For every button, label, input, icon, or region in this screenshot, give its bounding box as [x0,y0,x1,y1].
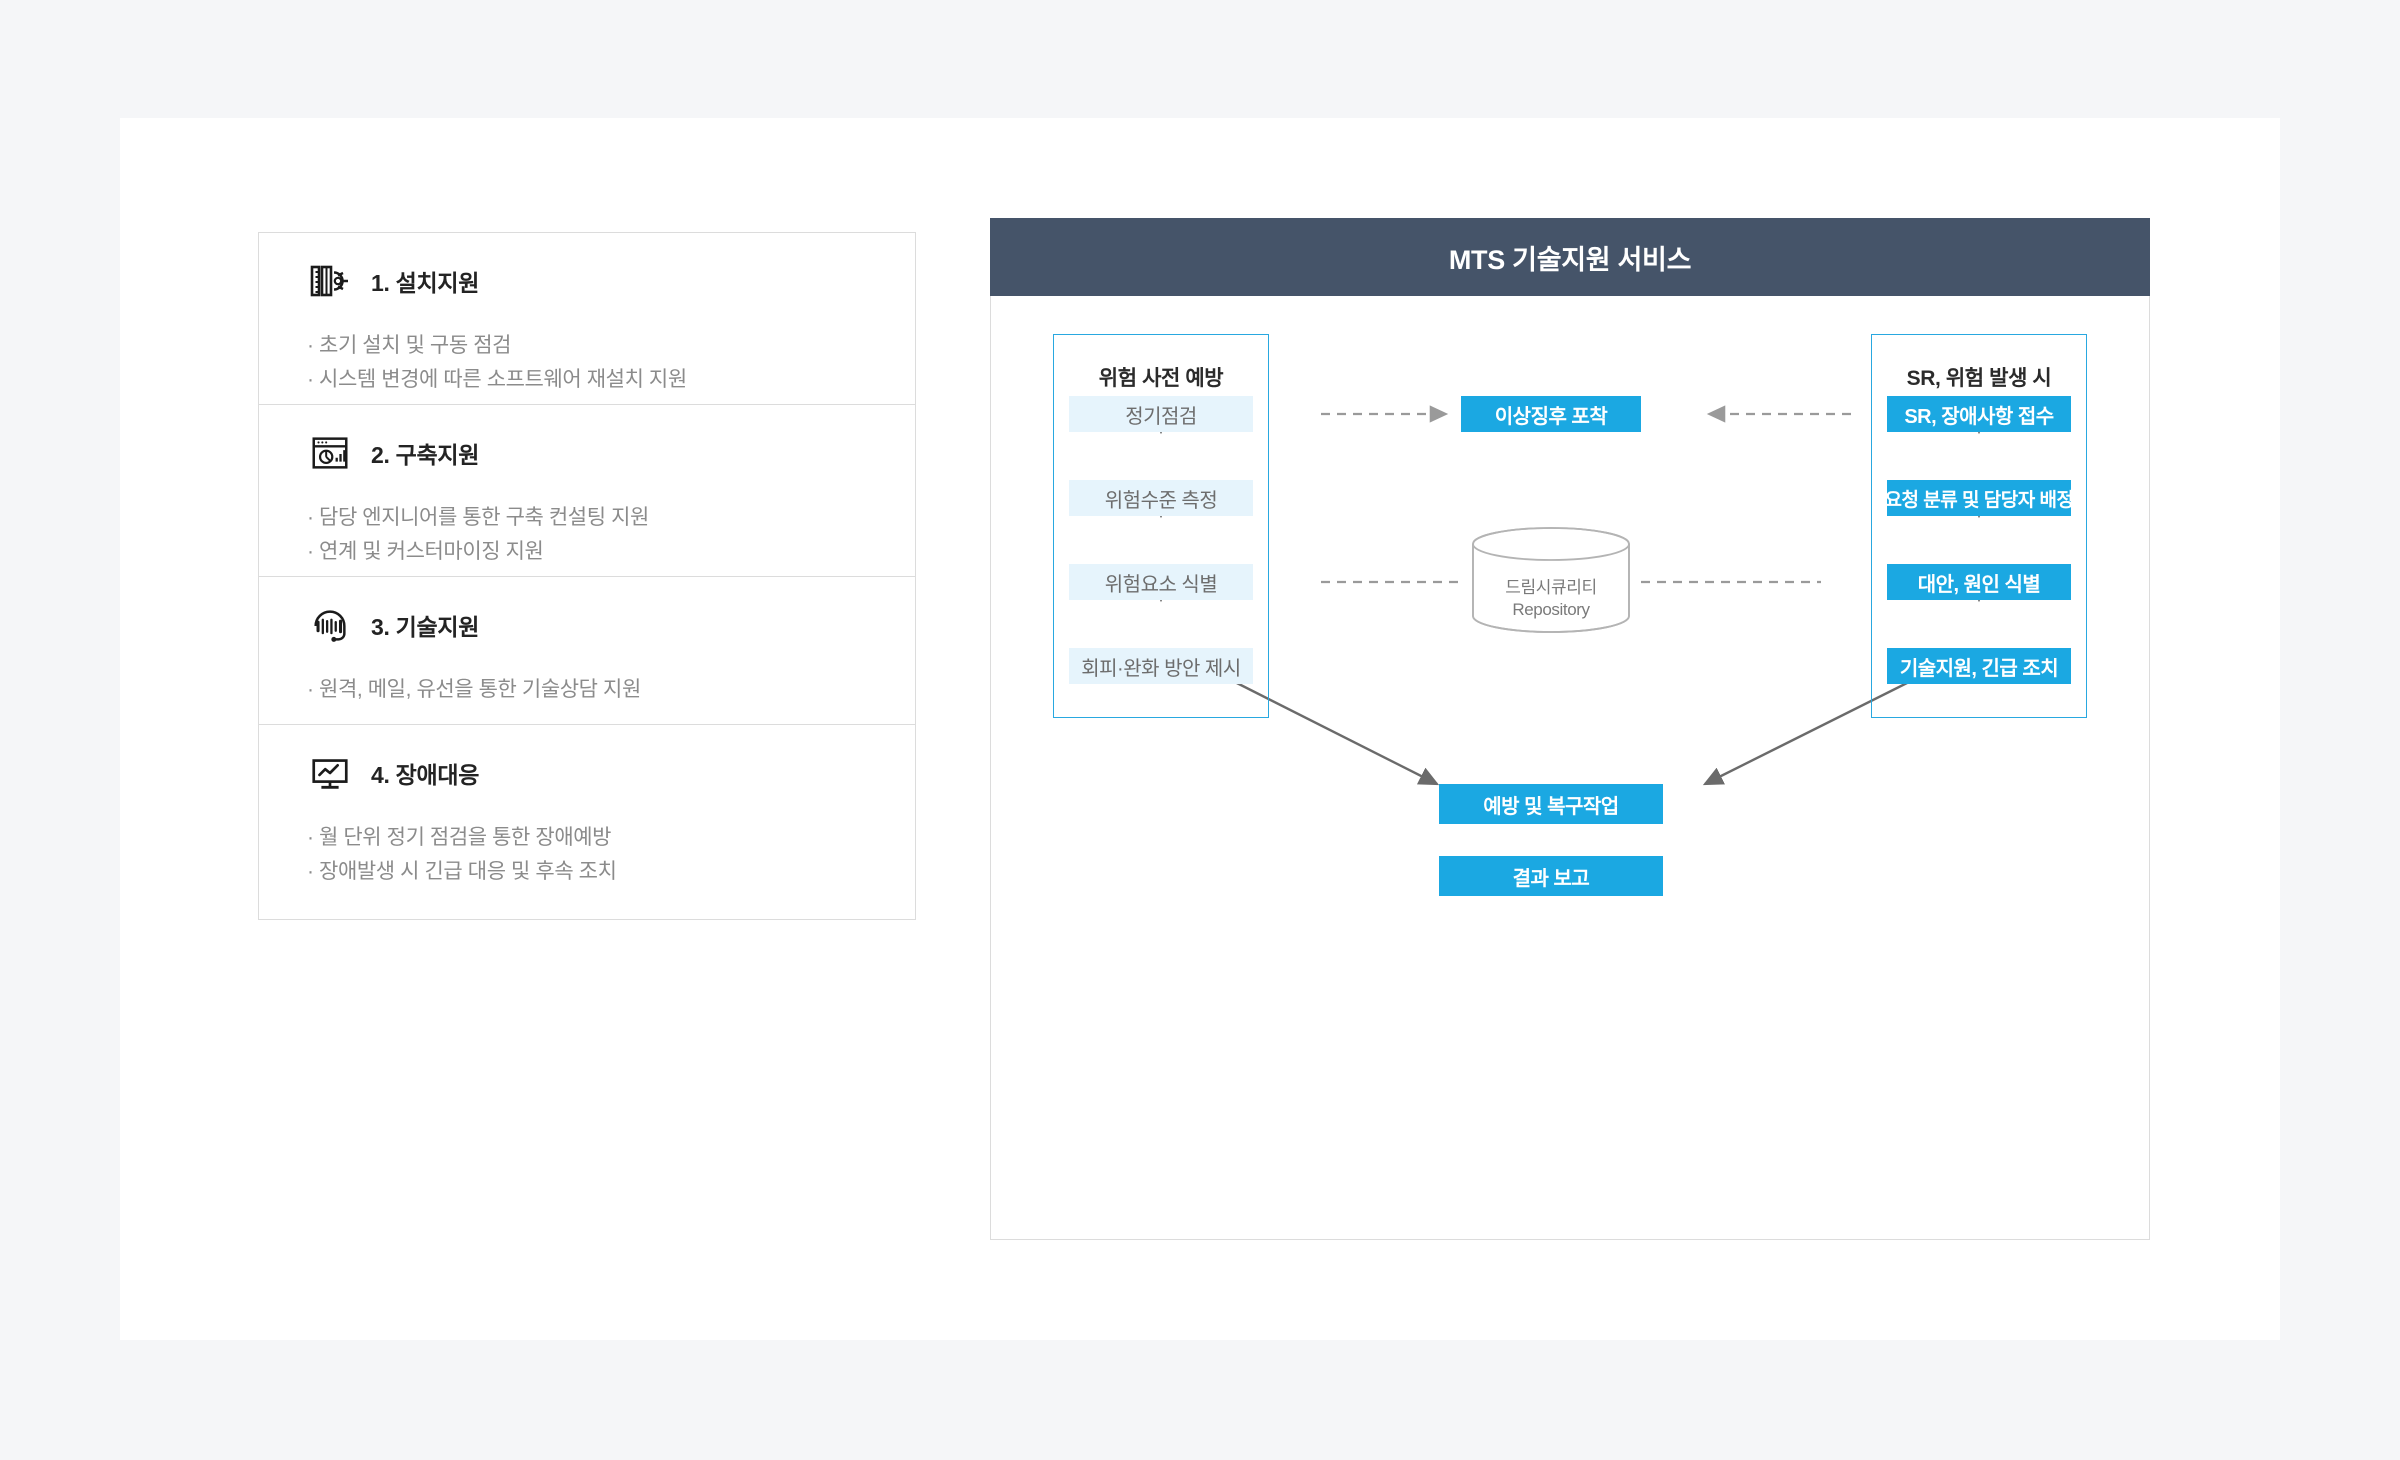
diagram-panel: MTS 기술지원 서비스 [990,218,2150,1240]
monitor-chart-icon [307,750,353,796]
anomaly-detection-box[interactable]: 이상징후 포착 [1461,396,1641,432]
card-bullet: · 원격, 메일, 유선을 통한 기술상담 지원 [307,678,641,701]
feature-card-build-support[interactable]: 2. 구축지원 · 담당 엔지니어를 통한 구축 컨설팅 지원 · 연계 및 커… [258,404,916,601]
card-bullet: · 월 단위 정기 점검을 통한 장애예방 [307,826,612,849]
card-bullet: · 시스템 변경에 따른 소프트웨어 재설치 지원 [307,368,687,392]
diagram-panel-header: MTS 기술지원 서비스 [990,218,2150,296]
incident-step[interactable]: 대안, 원인 식별 [1887,564,2071,600]
incident-group-frame [1871,334,2087,718]
card-header: 3. 기술지원 [259,577,915,673]
prevention-step[interactable]: 회피·완화 방안 제시 [1069,648,1253,684]
card-bullet: · 연계 및 커스터마이징 지원 [307,540,544,564]
browser-chart-icon [307,430,353,476]
incident-step[interactable]: SR, 장애사항 접수 [1887,396,2071,432]
card-header: 4. 장애대응 [259,725,915,821]
card-header: 2. 구축지원 [259,405,915,501]
ruler-gear-icon [307,258,353,304]
card-bullet: · 담당 엔지니어를 통한 구축 컨설팅 지원 [307,506,649,529]
card-body: · 초기 설치 및 구동 점검 · 시스템 변경에 따른 소프트웨어 재설치 지… [259,329,915,427]
incident-step[interactable]: 기술지원, 긴급 조치 [1887,648,2071,684]
prevention-group-frame [1053,334,1269,718]
card-body: · 원격, 메일, 유선을 통한 기술상담 지원 [259,673,915,737]
card-title: 2. 구축지원 [371,442,480,468]
card-header: 1. 설치지원 [259,233,915,329]
card-title: 4. 장애대응 [371,762,480,788]
card-bullet: · 초기 설치 및 구동 점검 [307,334,512,357]
card-title: 3. 기술지원 [371,614,480,640]
card-body: · 담당 엔지니어를 통한 구축 컨설팅 지원 · 연계 및 커스터마이징 지원 [259,501,915,599]
diagram-panel-title: MTS 기술지원 서비스 [1448,244,1692,275]
card-title: 1. 설치지원 [371,270,480,296]
prevention-step[interactable]: 정기점검 [1069,396,1253,432]
prevention-step[interactable]: 위험수준 측정 [1069,480,1253,516]
diagram-stage: 위험 사전 예방 정기점검 위험수준 측정 위험요소 식별 회피·완화 방안 제… [991,296,2149,1238]
feature-card-technical-support[interactable]: 3. 기술지원 · 원격, 메일, 유선을 통한 기술상담 지원 [258,576,916,739]
outcome-box-report[interactable]: 결과 보고 [1439,856,1663,896]
outcome-box-recovery[interactable]: 예방 및 복구작업 [1439,784,1663,824]
feature-card-incident-response[interactable]: 4. 장애대응 · 월 단위 정기 점검을 통한 장애예방 · 장애발생 시 긴… [258,724,916,921]
prevention-group-title: 위험 사전 예방 [1098,367,1224,390]
card-bullet: · 장애발생 시 긴급 대응 및 후속 조치 [307,860,617,884]
incident-step[interactable]: 요청 분류 및 담당자 배정 [1885,480,2074,516]
card-body: · 월 단위 정기 점검을 통한 장애예방 · 장애발생 시 긴급 대응 및 후… [259,821,915,919]
incident-group-title: SR, 위험 발생 시 [1906,367,2052,390]
feature-card-install-support[interactable]: 1. 설치지원 · 초기 설치 및 구동 점검 · 시스템 변경에 따른 소프트… [258,232,916,429]
repository-cylinder [1461,526,1641,634]
headset-icon [307,602,353,648]
page-canvas: 1. 설치지원 · 초기 설치 및 구동 점검 · 시스템 변경에 따른 소프트… [120,118,2280,1340]
prevention-step[interactable]: 위험요소 식별 [1069,564,1253,600]
